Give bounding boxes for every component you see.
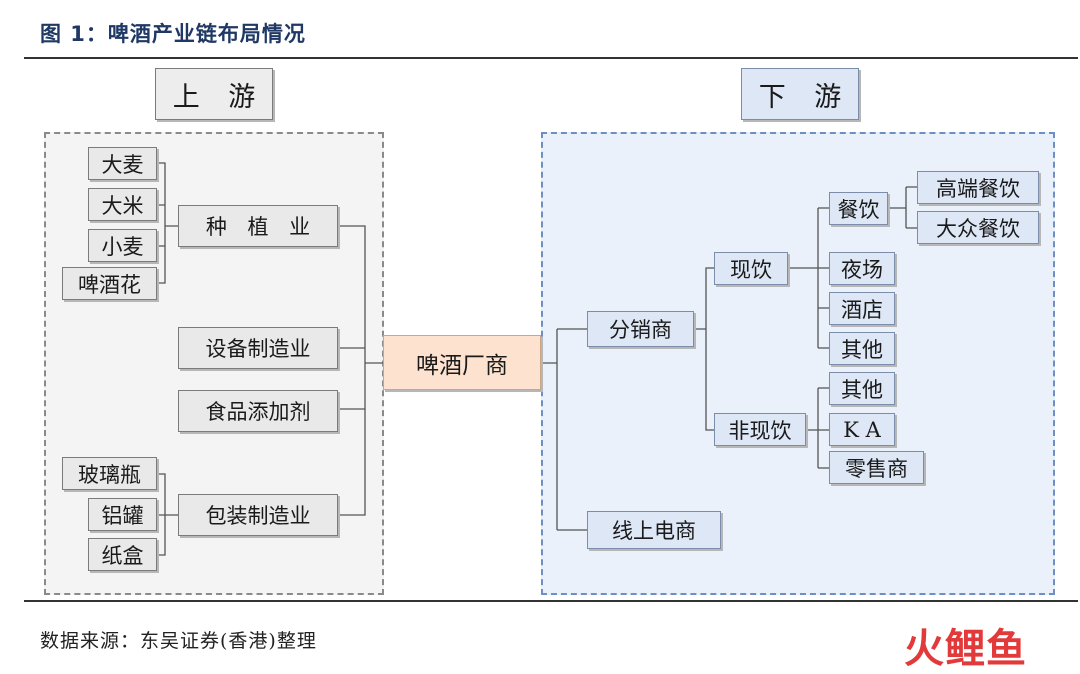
node-additives: 食品添加剂 [178, 390, 338, 432]
downstream-header: 下 游 [741, 68, 859, 120]
brand-logo: 火鲤鱼 [904, 626, 1027, 672]
node-barley: 大麦 [88, 147, 157, 180]
source-note: 数据来源：东吴证券(香港)整理 [40, 630, 317, 652]
node-planting: 种 植 业 [178, 205, 338, 247]
node-nightlife: 夜场 [829, 252, 895, 285]
node-aluminum-can: 铝罐 [88, 498, 157, 531]
node-hotel: 酒店 [829, 292, 895, 325]
node-glass-bottle: 玻璃瓶 [62, 457, 157, 490]
node-mass-catering: 大众餐饮 [917, 211, 1039, 244]
node-brewer: 啤酒厂商 [383, 335, 541, 390]
node-hops: 啤酒花 [62, 267, 157, 300]
node-on-premise: 现饮 [714, 252, 788, 285]
node-carton: 纸盒 [88, 538, 157, 571]
node-equipment: 设备制造业 [178, 327, 338, 369]
node-wheat: 小麦 [88, 229, 157, 262]
node-retailer: 零售商 [829, 451, 924, 484]
bottom-rule [24, 600, 1078, 602]
node-rice: 大米 [88, 188, 157, 221]
node-distributor: 分销商 [587, 311, 694, 347]
node-high-end-catering: 高端餐饮 [917, 171, 1039, 204]
upstream-header: 上 游 [155, 68, 273, 120]
node-off-premise: 非现饮 [714, 413, 806, 446]
node-off-premise-other: 其他 [829, 372, 895, 405]
node-online-ecommerce: 线上电商 [587, 511, 721, 549]
node-packaging: 包装制造业 [178, 494, 338, 536]
node-ka: K A [829, 413, 895, 446]
node-catering: 餐饮 [829, 192, 888, 225]
top-rule [24, 57, 1078, 59]
figure-title: 图 1：啤酒产业链布局情况 [40, 22, 306, 46]
node-on-premise-other: 其他 [829, 332, 895, 365]
